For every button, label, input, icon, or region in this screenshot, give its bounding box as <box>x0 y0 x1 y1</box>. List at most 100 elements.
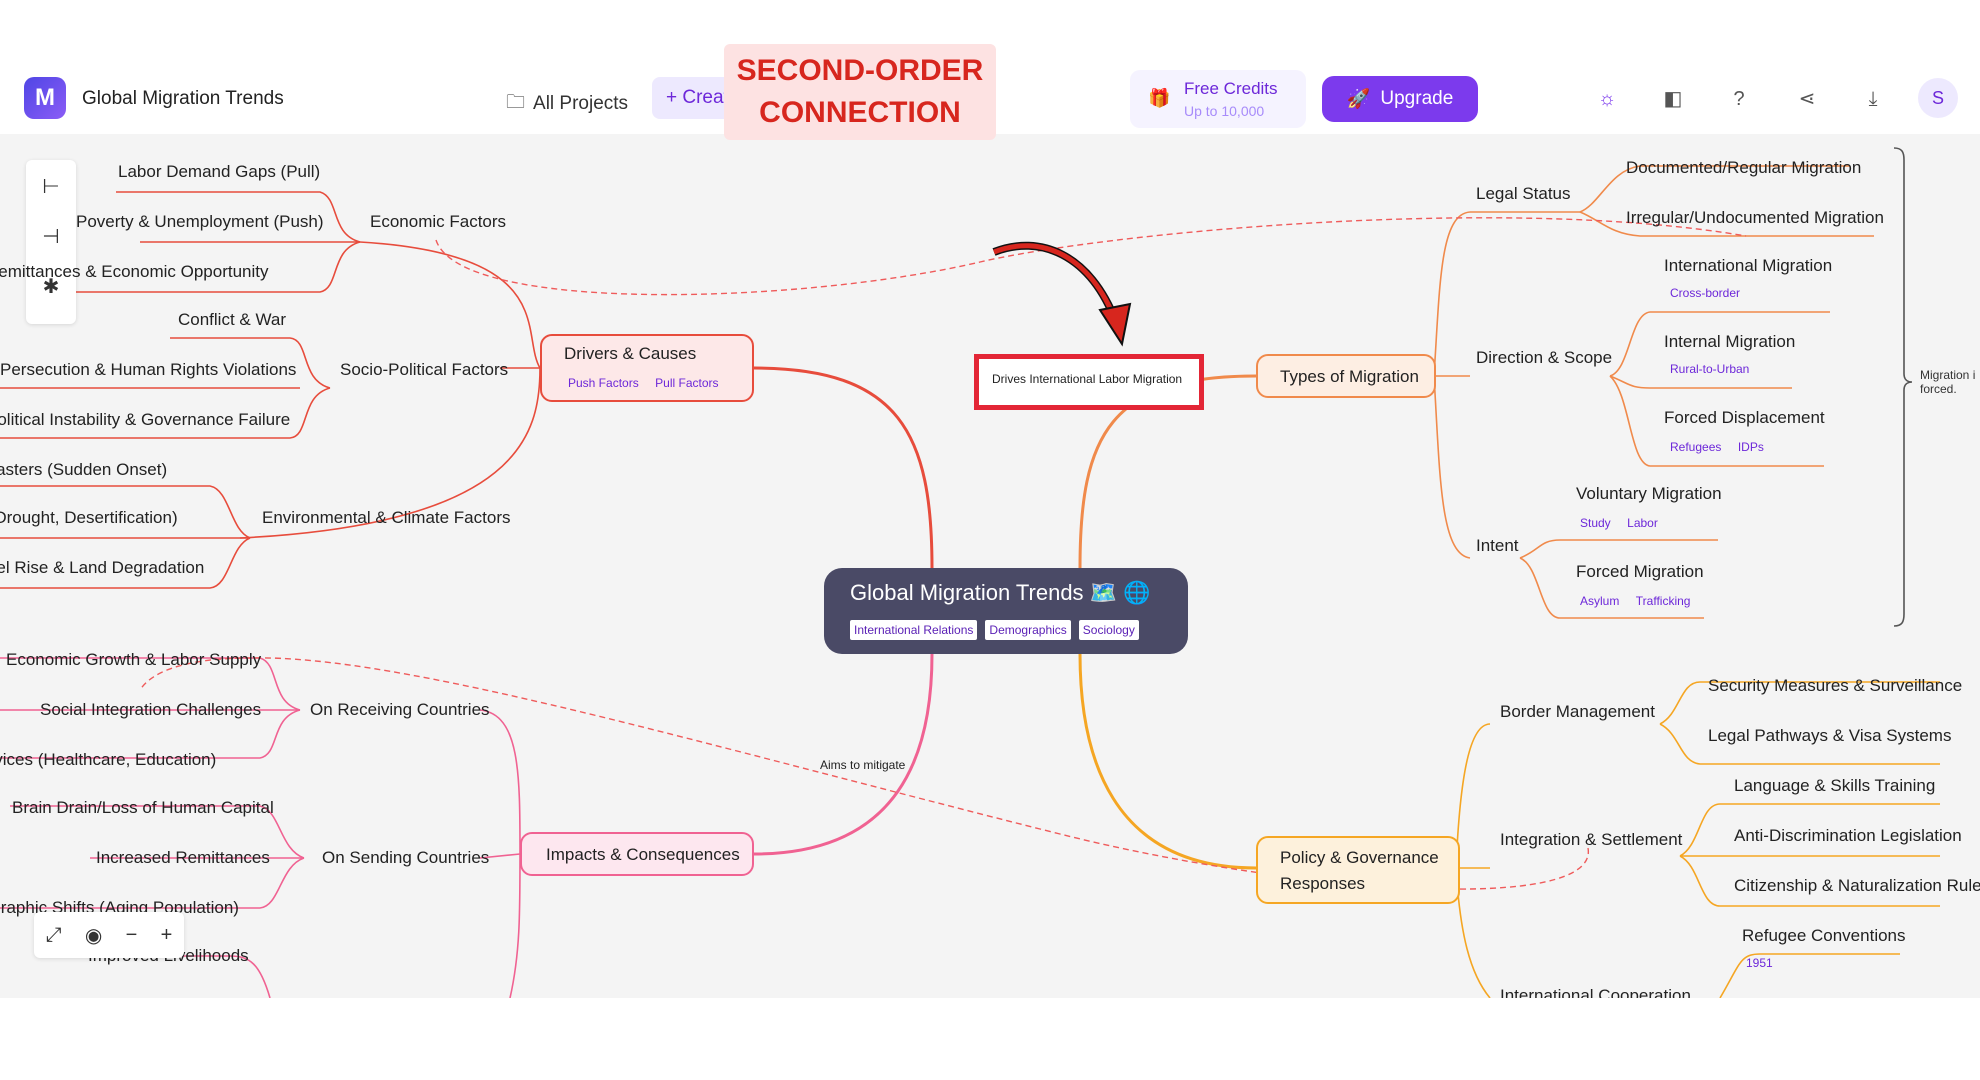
tag-international-relations: International Relations <box>850 620 978 640</box>
labor-demand-gaps[interactable]: Labor Demand Gaps (Pull) <box>118 162 321 181</box>
credits-subtitle: Up to 10,000 <box>1184 103 1265 119</box>
security-surveillance[interactable]: Security Measures & Surveillance <box>1708 676 1963 695</box>
user-avatar[interactable]: S <box>1918 78 1958 118</box>
layout-radial-icon[interactable]: ✱ <box>42 276 60 298</box>
conflict-war[interactable]: Conflict & War <box>178 310 287 329</box>
tag-push-factors: Push Factors <box>568 376 639 390</box>
economic-factors[interactable]: Economic Factors <box>370 212 507 231</box>
citizenship-rules[interactable]: Citizenship & Naturalization Rules <box>1734 876 1980 895</box>
locate-icon[interactable]: ◉ <box>84 924 103 947</box>
impacts-title: Impacts & Consequences <box>546 845 740 864</box>
internal-migration[interactable]: Internal Migration <box>1664 332 1796 351</box>
project-title[interactable]: Global Migration Trends <box>82 88 284 109</box>
tag-study: Study <box>1580 516 1611 530</box>
policy-title-line1: Policy & Governance <box>1280 848 1439 867</box>
layout-right-icon[interactable]: ⊢ <box>42 176 60 198</box>
political-instability[interactable]: Political Instability & Governance Failu… <box>0 410 291 429</box>
drivers-title: Drivers & Causes <box>564 344 697 363</box>
types-links <box>1433 165 1874 619</box>
layout-left-icon[interactable]: ⊣ <box>42 226 60 248</box>
on-receiving-countries[interactable]: On Receiving Countries <box>310 700 490 719</box>
annotation-title: SECOND-ORDER CONNECTION <box>724 44 996 140</box>
create-button[interactable]: + Create <box>652 77 736 119</box>
annotation-line1: SECOND-ORDER <box>736 54 984 87</box>
forced-displacement[interactable]: Forced Displacement <box>1664 408 1825 427</box>
strain-public-services[interactable]: Strain on Public Services (Healthcare, E… <box>0 750 217 769</box>
environmental-climate-factors[interactable]: Environmental & Climate Factors <box>262 508 511 527</box>
refugee-conventions[interactable]: Refugee Conventions <box>1742 926 1906 945</box>
layout-icon[interactable]: ◧ <box>1663 88 1683 110</box>
increased-remittances[interactable]: Increased Remittances <box>96 848 270 867</box>
connection-label[interactable]: Drives International Labor Migration <box>992 372 1183 386</box>
economic-growth-labor[interactable]: Economic Growth & Labor Supply <box>6 650 262 669</box>
documented-migration[interactable]: Documented/Regular Migration <box>1626 158 1862 177</box>
summary-note[interactable]: Migration i forced. <box>1920 368 1976 396</box>
tag-labor: Labor <box>1627 516 1658 530</box>
upgrade-button[interactable]: 🚀 Upgrade <box>1322 76 1478 122</box>
zoom-in-icon[interactable]: + <box>160 923 173 946</box>
poverty-unemployment[interactable]: Poverty & Unemployment (Push) <box>76 212 324 231</box>
free-credits-button[interactable]: 🎁 Free Credits Up to 10,000 <box>1130 70 1306 128</box>
social-integration-challenges[interactable]: Social Integration Challenges <box>40 700 262 719</box>
app-logo[interactable]: M <box>24 77 66 119</box>
node-policy-governance[interactable]: Policy & Governance Responses <box>1256 836 1460 904</box>
language-skills[interactable]: Language & Skills Training <box>1734 776 1936 795</box>
remittances-opportunity[interactable]: Remittances & Economic Opportunity <box>0 262 269 281</box>
fit-screen-icon[interactable]: ⤢ <box>45 923 62 946</box>
tag-1951: 1951 <box>1746 956 1773 970</box>
mindmap-canvas[interactable]: ⊢ ⊣ ✱ Drivers & Causes Push Factors Pull… <box>0 134 1980 998</box>
legal-pathways[interactable]: Legal Pathways & Visa Systems <box>1708 726 1952 745</box>
theme-sun-icon[interactable]: ☼ <box>1597 88 1617 110</box>
all-projects-link[interactable]: 🗀 All Projects <box>506 88 628 120</box>
voluntary-migration[interactable]: Voluntary Migration <box>1576 484 1722 503</box>
credits-title: Free Credits <box>1184 79 1278 98</box>
tag-pull-factors: Pull Factors <box>655 376 719 390</box>
node-impacts-consequences[interactable]: Impacts & Consequences <box>520 832 754 876</box>
resource-scarcity[interactable]: Resource Scarcity (Drought, Desertificat… <box>0 508 178 527</box>
international-cooperation[interactable]: International Cooperation <box>1500 986 1691 998</box>
rocket-icon: 🚀 <box>1346 89 1371 110</box>
upgrade-label: Upgrade <box>1380 88 1454 109</box>
mindmap-links <box>0 147 1940 998</box>
anti-discrimination[interactable]: Anti-Discrimination Legislation <box>1734 826 1962 845</box>
irregular-migration[interactable]: Irregular/Undocumented Migration <box>1626 208 1884 227</box>
highlight-box <box>974 354 1204 410</box>
zoom-out-icon[interactable]: − <box>125 923 138 946</box>
legal-status[interactable]: Legal Status <box>1476 184 1571 203</box>
sea-level-rise[interactable]: Sea Level Rise & Land Degradation <box>0 558 205 577</box>
summary-bracket <box>1893 147 1913 627</box>
all-projects-label: All Projects <box>533 93 629 114</box>
node-types-of-migration[interactable]: Types of Migration <box>1256 354 1436 398</box>
natural-disasters[interactable]: Natural Disasters (Sudden Onset) <box>0 460 168 479</box>
link-root-impacts <box>753 653 934 856</box>
brain-drain[interactable]: Brain Drain/Loss of Human Capital <box>12 798 274 817</box>
annotation-arrowhead <box>1098 302 1132 347</box>
cross-link-drivers-types <box>435 217 1747 296</box>
integration-settlement[interactable]: Integration & Settlement <box>1500 830 1683 849</box>
border-management[interactable]: Border Management <box>1500 702 1655 721</box>
root-title: Global Migration Trends 🗺️ 🌐 <box>850 580 1151 605</box>
tag-asylum: Asylum <box>1580 594 1620 608</box>
aims-to-mitigate-label[interactable]: Aims to mitigate <box>820 758 906 772</box>
policy-title-line2: Responses <box>1280 874 1366 893</box>
share-icon[interactable]: ⋖ <box>1798 88 1816 110</box>
forced-migration[interactable]: Forced Migration <box>1576 562 1704 581</box>
annotation-line2: CONNECTION <box>759 96 961 129</box>
policy-links <box>1455 681 1940 998</box>
link-root-types <box>1078 374 1257 569</box>
on-sending-countries[interactable]: On Sending Countries <box>322 848 490 867</box>
tag-trafficking: Trafficking <box>1635 594 1691 608</box>
gift-icon: 🎁 <box>1148 88 1171 108</box>
types-title: Types of Migration <box>1280 367 1419 386</box>
node-drivers-causes[interactable]: Drivers & Causes Push Factors Pull Facto… <box>540 334 754 402</box>
download-icon[interactable]: ⤓ <box>1868 88 1878 110</box>
tag-demographics: Demographics <box>985 620 1071 640</box>
help-icon[interactable]: ? <box>1733 88 1745 110</box>
folder-icon: 🗀 <box>506 92 526 113</box>
intent[interactable]: Intent <box>1476 536 1519 555</box>
persecution-human-rights[interactable]: Persecution & Human Rights Violations <box>0 360 297 379</box>
root-node[interactable]: Global Migration Trends 🗺️ 🌐 Internation… <box>824 568 1188 654</box>
socio-political-factors[interactable]: Socio-Political Factors <box>340 360 509 379</box>
direction-scope[interactable]: Direction & Scope <box>1476 348 1613 367</box>
international-migration[interactable]: International Migration <box>1664 256 1833 275</box>
